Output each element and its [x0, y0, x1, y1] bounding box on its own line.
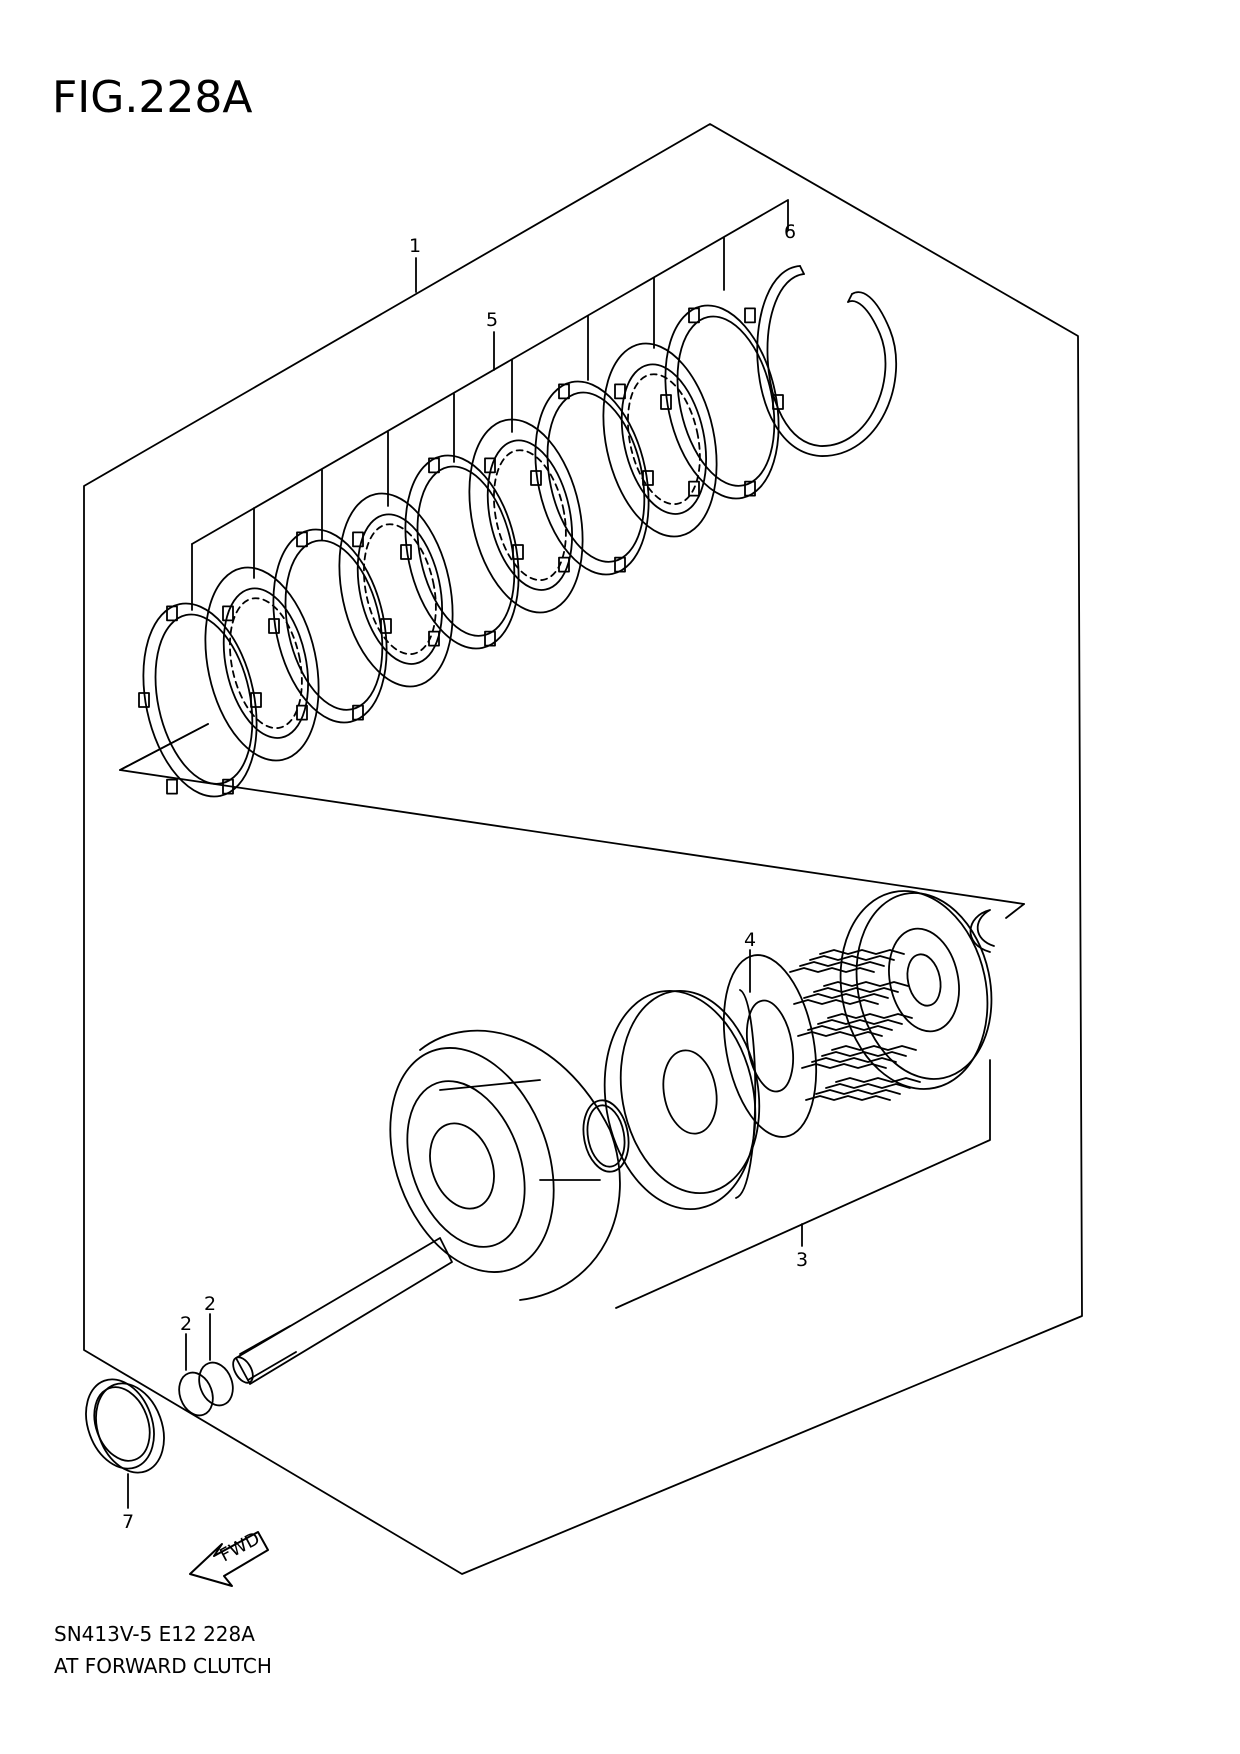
snap-ring-right — [969, 909, 995, 953]
o-ring — [582, 1099, 630, 1173]
fwd-arrow-icon: FWD — [189, 1528, 269, 1587]
cylinder-cover — [839, 890, 993, 1090]
snap-ring-6 — [756, 265, 898, 457]
steel-plate — [530, 380, 654, 576]
return-spring — [797, 1031, 883, 1037]
friction-disc — [204, 566, 320, 762]
section-plane-edge — [119, 723, 209, 771]
clutch-piston — [603, 989, 761, 1210]
figure-title: FIG.228A — [52, 72, 253, 123]
callout-2a: 2 — [180, 1313, 192, 1335]
input-shaft — [232, 1237, 453, 1385]
steel-plate — [268, 528, 392, 724]
clutch-plates — [138, 304, 784, 798]
footer-figure-name: AT FORWARD CLUTCH — [54, 1654, 272, 1678]
return-spring — [815, 1089, 901, 1095]
return-spring — [823, 981, 909, 987]
return-spring — [803, 993, 889, 999]
clutch-pack-ticks — [191, 237, 725, 611]
callout-2b: 2 — [204, 1293, 216, 1315]
seal-ring-2b — [198, 1361, 234, 1407]
return-spring — [809, 955, 895, 961]
clutch-drum — [389, 1029, 621, 1301]
callout-3: 3 — [796, 1249, 808, 1271]
steel-plate — [660, 304, 784, 500]
piston-group-bracket — [615, 1059, 991, 1309]
clutch-pack-bracket — [191, 199, 789, 545]
return-spring — [805, 1095, 891, 1101]
callout-6: 6 — [784, 221, 796, 243]
thrust-washer-7 — [85, 1378, 165, 1474]
return-spring — [793, 999, 879, 1005]
return-spring — [811, 1057, 897, 1063]
friction-disc — [338, 492, 454, 688]
section-plane-end — [1005, 903, 1025, 919]
return-spring — [831, 1045, 917, 1051]
return-spring — [825, 1083, 911, 1089]
callout-4: 4 — [744, 929, 756, 951]
footer-figure-code: SN413V-5 E12 228A — [54, 1622, 255, 1646]
friction-disc — [468, 418, 584, 614]
friction-disc — [602, 342, 718, 538]
seal-ring-2a — [178, 1371, 214, 1417]
return-spring — [835, 1077, 921, 1083]
steel-plate — [400, 454, 524, 650]
section-plane-diagonal — [119, 769, 1025, 905]
callout-5: 5 — [486, 309, 498, 331]
return-spring — [817, 1019, 903, 1025]
steel-plate — [138, 602, 262, 798]
assembly-boundary — [83, 123, 1083, 1575]
callout-1: 1 — [409, 235, 421, 257]
return-spring — [827, 1013, 913, 1019]
return-spring — [819, 949, 905, 955]
callout-7: 7 — [122, 1511, 134, 1533]
return-spring — [789, 967, 875, 973]
return-spring — [813, 987, 899, 993]
